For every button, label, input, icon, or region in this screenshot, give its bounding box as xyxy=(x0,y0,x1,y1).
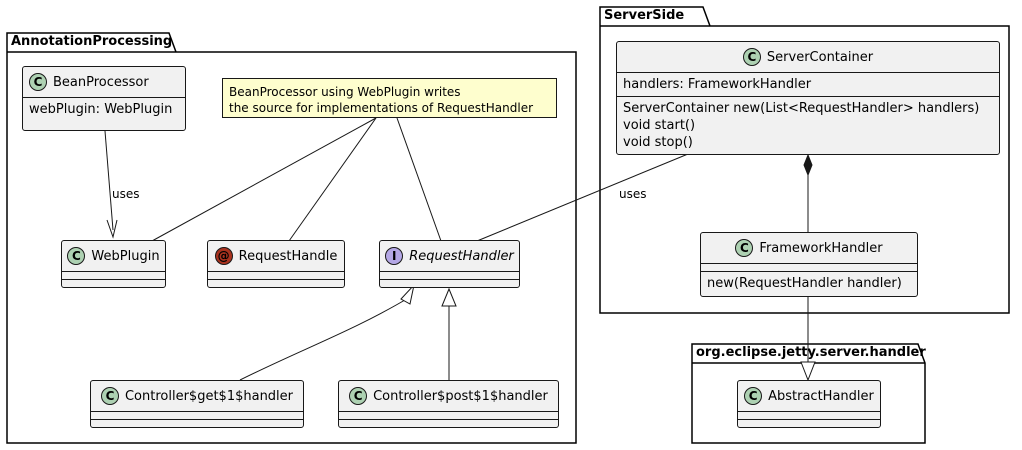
class-name: Controller$get$1$handler xyxy=(124,388,294,404)
class-header: C AbstractHandler xyxy=(738,381,880,411)
class-header: C FrameworkHandler xyxy=(701,233,917,263)
method: void start() xyxy=(623,118,696,133)
note-link-requesthandler xyxy=(396,117,442,242)
method: ServerContainer new(List<RequestHandler>… xyxy=(623,101,980,116)
class-methods: ServerContainer new(List<RequestHandler>… xyxy=(617,96,999,154)
class-name: FrameworkHandler xyxy=(759,240,883,256)
class-beanprocessor[interactable]: C BeanProcessor webPlugin: WebPlugin xyxy=(22,66,186,131)
package-server-side-title: ServerSide xyxy=(604,8,685,23)
class-name: RequestHandler xyxy=(409,248,514,264)
class-fields xyxy=(701,263,917,271)
note-beanprocessor: BeanProcessor using WebPlugin writes the… xyxy=(222,78,557,118)
class-header: @ RequestHandle xyxy=(208,241,344,271)
class-controller-post-handler[interactable]: C Controller$post$1$handler xyxy=(338,380,559,428)
package-annotation-processing-title: AnnotationProcessing xyxy=(11,34,173,49)
class-methods: new(RequestHandler handler) xyxy=(701,271,917,295)
class-fields xyxy=(62,271,165,279)
diamond-servercontainer xyxy=(803,153,813,177)
class-stereotype-icon: C xyxy=(735,239,754,257)
class-header: C BeanProcessor xyxy=(23,67,185,97)
edge-label-uses-requesthandler: uses xyxy=(619,187,647,201)
class-methods xyxy=(738,419,880,427)
class-name: ServerContainer xyxy=(766,49,874,65)
class-abstracthandler[interactable]: C AbstractHandler xyxy=(737,380,881,428)
class-stereotype-icon: C xyxy=(349,387,368,405)
class-stereotype-icon: C xyxy=(744,387,763,405)
triangle-requesthandler-right xyxy=(441,287,457,307)
note-line-1: BeanProcessor using WebPlugin writes xyxy=(229,85,461,99)
note-link-webplugin xyxy=(151,117,377,242)
class-requesthandle[interactable]: @ RequestHandle xyxy=(207,240,345,288)
class-name: BeanProcessor xyxy=(53,74,149,90)
class-stereotype-icon: C xyxy=(29,73,47,91)
triangle-abstracthandler xyxy=(800,361,816,382)
class-name: AbstractHandler xyxy=(768,388,874,404)
note-line-2: the source for implementations of Reques… xyxy=(229,101,534,115)
class-fields xyxy=(208,271,344,279)
class-stereotype-icon: C xyxy=(742,48,761,66)
class-fields: webPlugin: WebPlugin xyxy=(23,97,185,121)
class-controller-get-handler[interactable]: C Controller$get$1$handler xyxy=(90,380,304,428)
class-name: WebPlugin xyxy=(91,248,160,264)
class-frameworkhandler[interactable]: C FrameworkHandler new(RequestHandler ha… xyxy=(700,232,918,297)
class-name: RequestHandle xyxy=(238,248,338,264)
edge-controller-get-requesthandler xyxy=(239,296,411,381)
note-link-requesthandle xyxy=(288,117,377,242)
class-fields xyxy=(339,411,558,419)
package-frame-annotation-processing xyxy=(6,32,577,444)
class-methods xyxy=(380,279,519,287)
edge-label-uses-webplugin: uses xyxy=(112,187,140,201)
class-methods xyxy=(339,419,558,427)
class-header: C WebPlugin xyxy=(62,241,165,271)
interface-stereotype-icon: I xyxy=(385,247,404,265)
class-webplugin[interactable]: C WebPlugin xyxy=(61,240,166,288)
edge-servercontainer-requesthandler xyxy=(476,153,689,242)
class-header: C Controller$get$1$handler xyxy=(91,381,303,411)
class-fields: handlers: FrameworkHandler xyxy=(617,72,999,96)
field: handlers: FrameworkHandler xyxy=(623,77,812,92)
class-methods xyxy=(208,279,344,287)
interface-requesthandler[interactable]: I RequestHandler xyxy=(379,240,520,288)
package-jetty-title: org.eclipse.jetty.server.handler xyxy=(696,345,926,360)
class-header: C ServerContainer xyxy=(617,42,999,72)
class-stereotype-icon: C xyxy=(67,247,86,265)
class-header: C Controller$post$1$handler xyxy=(339,381,558,411)
class-methods xyxy=(91,419,303,427)
arrowhead-webplugin xyxy=(106,219,118,239)
package-frame-server-side xyxy=(599,6,1010,314)
class-fields xyxy=(738,411,880,419)
method: void stop() xyxy=(623,135,693,150)
class-servercontainer[interactable]: C ServerContainer handlers: FrameworkHan… xyxy=(616,41,1000,155)
triangle-requesthandler-left xyxy=(400,283,415,305)
class-name: Controller$post$1$handler xyxy=(373,388,548,404)
class-fields xyxy=(380,271,519,279)
annotation-stereotype-icon: @ xyxy=(214,247,233,265)
class-methods xyxy=(62,279,165,287)
class-header: I RequestHandler xyxy=(380,241,519,271)
edge-beanprocessor-webplugin xyxy=(104,130,114,231)
class-stereotype-icon: C xyxy=(100,387,119,405)
class-fields xyxy=(91,411,303,419)
